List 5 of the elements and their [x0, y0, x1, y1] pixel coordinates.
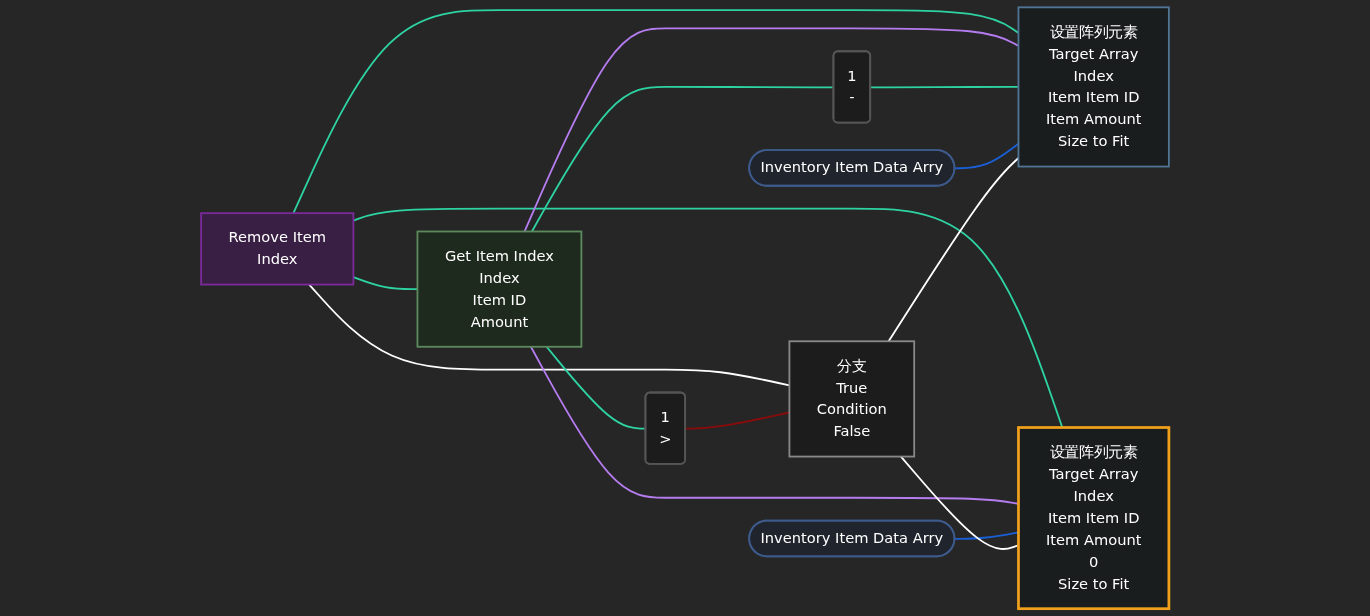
node-box: Remove Item Index	[200, 212, 355, 286]
node-box: Get Item Index Index Item ID Amount	[416, 230, 583, 348]
node-box: 设置阵列元素 Target Array Index Item Item ID Item Amount 0 Size to Fit	[1017, 426, 1171, 611]
node-box: 设置阵列元素 Target Array Index Item Item ID Item Amount Size to Fit	[1017, 6, 1170, 168]
node-box: 分支 True Condition False	[788, 340, 916, 458]
